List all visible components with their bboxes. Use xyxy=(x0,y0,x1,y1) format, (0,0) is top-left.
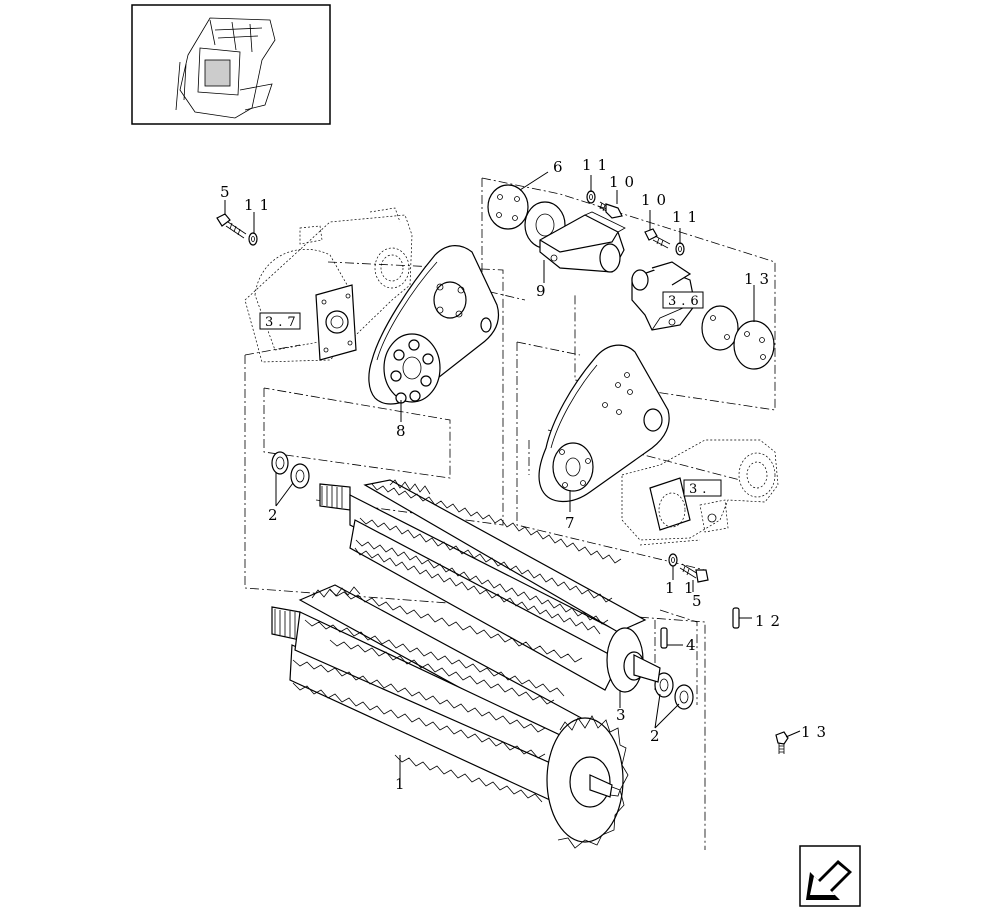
right-gearbox-reference xyxy=(621,439,779,546)
washer-11-left[interactable] xyxy=(248,232,258,246)
callout-11-left: 11 xyxy=(244,196,275,214)
callout-5-lower: 5 xyxy=(692,592,708,610)
callout-1-lower: 1 xyxy=(684,579,700,597)
ref-label-left: 3.7 xyxy=(265,315,301,330)
washers-2-left[interactable] xyxy=(271,451,310,489)
washer-11-top[interactable] xyxy=(586,190,596,204)
callout-12: 12 xyxy=(755,612,786,630)
callout-2-right: 2 xyxy=(650,727,666,745)
bolt-10-right[interactable] xyxy=(644,228,671,249)
feed-roller-3[interactable] xyxy=(319,479,661,693)
callout-1: 1 xyxy=(395,775,411,793)
bearing-housing-9[interactable] xyxy=(524,201,626,273)
callout-13-top: 13 xyxy=(744,270,775,288)
callout-11-lower: 1 xyxy=(665,579,681,597)
plate-13-a[interactable] xyxy=(701,305,739,351)
washers-2-right[interactable] xyxy=(654,672,694,710)
plate-6[interactable] xyxy=(487,184,529,230)
ref-label-right: 3. xyxy=(689,482,711,497)
cutting-rotor-1[interactable] xyxy=(271,584,629,849)
pin-4[interactable] xyxy=(660,627,668,649)
plate-7[interactable] xyxy=(538,344,670,503)
callout-11-right: 11 xyxy=(672,208,703,226)
callout-5-left: 5 xyxy=(220,183,236,201)
callout-13-lower: 13 xyxy=(801,723,832,741)
callout-2-left: 2 xyxy=(268,506,284,524)
grease-plug-13[interactable] xyxy=(775,731,789,754)
washer-11-lower[interactable] xyxy=(668,553,678,567)
callout-10-top: 10 xyxy=(609,173,640,191)
ref-box-left[interactable] xyxy=(259,312,301,330)
bolt-5-lower[interactable] xyxy=(679,563,709,583)
washer-11-right[interactable] xyxy=(675,242,685,256)
callout-6: 6 xyxy=(553,158,569,176)
ref-box-top[interactable] xyxy=(662,291,704,309)
left-gearbox-reference xyxy=(244,207,413,363)
callout-4: 4 xyxy=(686,636,702,654)
machine-overview-thumbnail[interactable] xyxy=(131,4,331,125)
plate-8[interactable] xyxy=(368,245,500,405)
callout-8: 8 xyxy=(396,422,412,440)
bolt-5-left[interactable] xyxy=(216,213,247,239)
callout-labels: 5 11 6 11 10 10 11 13 9 8 7 2 1 1 5 12 4… xyxy=(220,156,832,793)
arrow-back-icon[interactable] xyxy=(799,845,861,907)
pin-12[interactable] xyxy=(732,607,740,629)
callout-3: 3 xyxy=(616,706,632,724)
callout-11-top: 11 xyxy=(582,156,613,174)
plate-13-b[interactable] xyxy=(733,320,775,370)
ref-label-top: 3.6 xyxy=(668,294,704,309)
callout-9: 9 xyxy=(536,282,552,300)
ref-box-right[interactable] xyxy=(683,479,722,497)
bolt-10-top[interactable] xyxy=(597,201,623,219)
callout-7: 7 xyxy=(565,514,581,532)
callout-10-right: 10 xyxy=(641,191,672,209)
